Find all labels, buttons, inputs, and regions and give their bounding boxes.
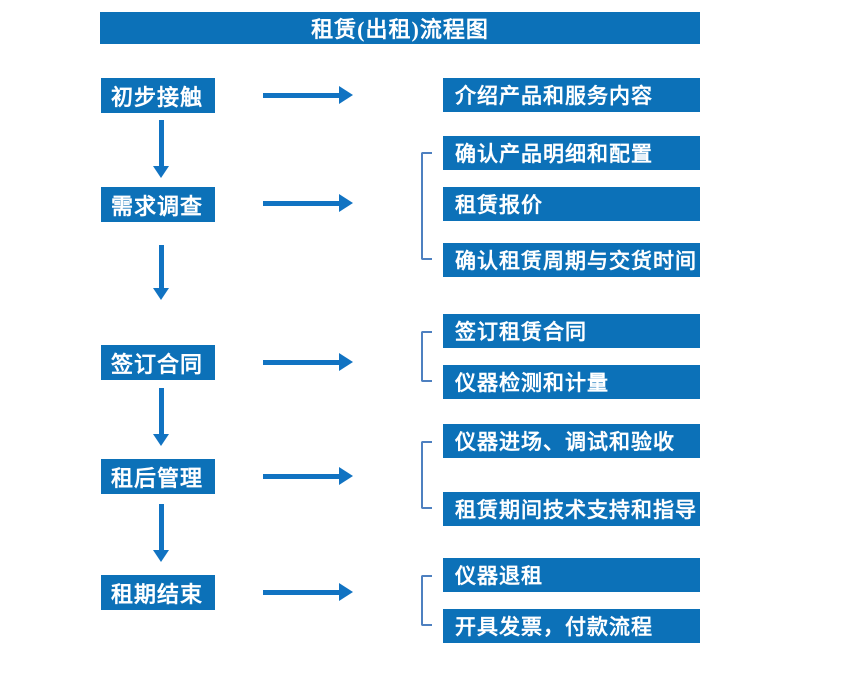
down-arrow-icon (153, 388, 169, 446)
right-arrow-icon (263, 353, 353, 371)
right-arrow-icon (263, 467, 353, 485)
group-bracket-post-rental (421, 441, 432, 509)
step-box-initial-contact: 初步接触 (101, 78, 215, 113)
step-box-post-rental-management: 租后管理 (101, 459, 215, 494)
detail-box-instrument-entry: 仪器进场、调试和验收 (443, 424, 700, 458)
right-arrow-icon (263, 583, 353, 601)
detail-box-instrument-return: 仪器退租 (443, 558, 700, 592)
detail-box-invoice-payment: 开具发票，付款流程 (443, 609, 700, 643)
down-arrow-icon (153, 245, 169, 300)
down-arrow-icon (153, 120, 169, 178)
down-arrow-icon (153, 504, 169, 562)
group-bracket-sign-contract (421, 331, 432, 382)
detail-box-instrument-testing: 仪器检测和计量 (443, 365, 700, 399)
step-box-demand-survey: 需求调查 (101, 187, 215, 222)
detail-box-rental-quote: 租赁报价 (443, 187, 700, 221)
diagram-title: 租赁(出租)流程图 (100, 12, 700, 44)
detail-box-confirm-rental-period: 确认租赁周期与交货时间 (443, 243, 700, 277)
group-bracket-demand-survey (421, 152, 432, 260)
detail-box-introduce-products: 介绍产品和服务内容 (443, 78, 700, 112)
detail-box-sign-rental-contract: 签订租赁合同 (443, 314, 700, 348)
right-arrow-icon (263, 86, 353, 104)
right-arrow-icon (263, 194, 353, 212)
step-box-rental-end: 租期结束 (101, 575, 215, 610)
group-bracket-rental-end (421, 575, 432, 626)
detail-box-tech-support: 租赁期间技术支持和指导 (443, 492, 700, 526)
detail-box-confirm-product-details: 确认产品明细和配置 (443, 136, 700, 170)
step-box-sign-contract: 签订合同 (101, 345, 215, 380)
